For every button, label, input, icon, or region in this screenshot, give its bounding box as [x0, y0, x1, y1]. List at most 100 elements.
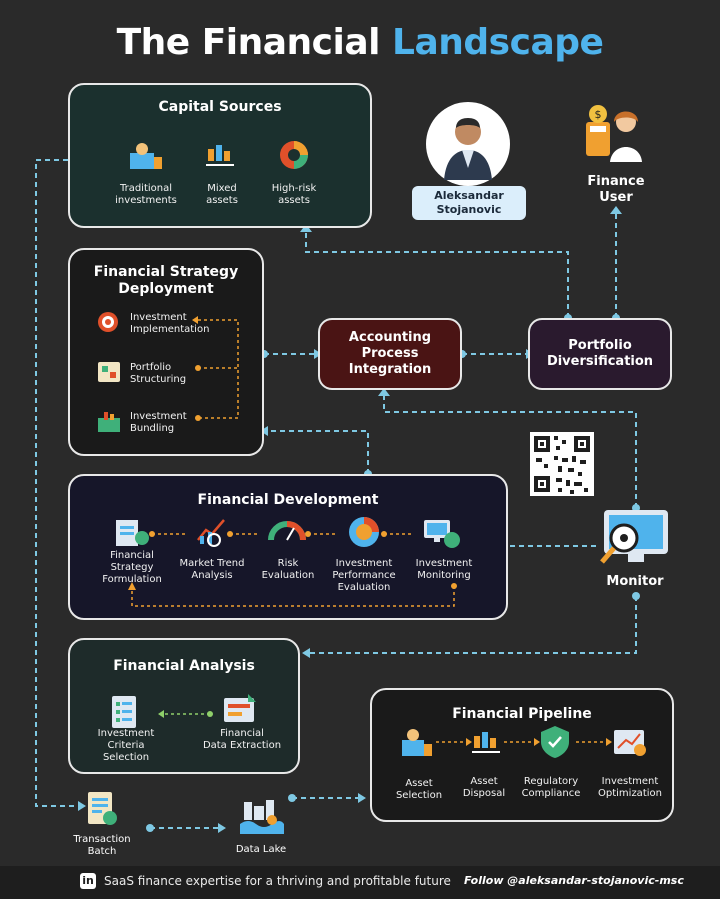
- asset-disposal-icon: [472, 732, 500, 753]
- accounting-line1: Accounting: [348, 330, 432, 345]
- portfolio-structuring-icon: [98, 362, 120, 382]
- author-name-line1: Aleksandar: [434, 189, 504, 202]
- dev-item3-line2: Performance: [332, 570, 396, 581]
- data-extraction-icon: [224, 694, 256, 722]
- linkedin-icon[interactable]: in: [80, 873, 96, 889]
- investment-bundling-line2: Bundling: [130, 423, 175, 434]
- pipeline-flow: [436, 738, 612, 746]
- investment-monitoring-icon: [424, 520, 460, 548]
- strategy-formulation-label: Financial Strategy Formulation: [92, 550, 172, 586]
- strategy-formulation-icon: [116, 520, 149, 546]
- analysis-title: Financial Analysis: [113, 658, 255, 674]
- development-box: Financial Development Financial Strategy…: [68, 474, 508, 620]
- footer-follow-link[interactable]: Follow @aleksandar-stojanovic-msc: [464, 874, 684, 887]
- high-risk-assets-icon: [280, 141, 308, 169]
- data-lake-label: Data Lake: [235, 844, 287, 855]
- author-name-line2: Stojanovic: [436, 203, 502, 216]
- pipeline-item0-line2: Selection: [395, 790, 443, 801]
- transaction-line1: Transaction: [73, 834, 131, 845]
- traditional-investments-label: Traditional investments: [115, 183, 177, 206]
- investment-implementation-label: Investment Implementation: [130, 312, 209, 336]
- pipeline-item3-line1: Investment: [601, 776, 659, 787]
- monitor-icon: [600, 510, 668, 564]
- dev-item3-line3: Evaluation: [337, 582, 391, 593]
- development-flow: [128, 531, 457, 607]
- dev-item1-line1: Market Trend: [179, 558, 245, 569]
- regulatory-compliance-label: Regulatory Compliance: [514, 776, 588, 800]
- portfolio-line2: Diversification: [546, 354, 654, 369]
- capital-sources-box: Capital Sources Traditional investments …: [68, 83, 372, 228]
- asset-selection-icon: [402, 729, 432, 756]
- transaction-line2: Batch: [87, 846, 117, 857]
- strategy-title-line2: Deployment: [118, 281, 214, 297]
- investment-optimization-label: Investment Optimization: [590, 776, 670, 800]
- asset-disposal-label: Asset Disposal: [452, 776, 516, 800]
- high-risk-assets-label: High-risk assets: [271, 183, 317, 206]
- investment-optimization-icon: [614, 730, 646, 756]
- svg-text:$: $: [595, 108, 602, 121]
- transaction-batch-icon: [88, 792, 117, 825]
- dev-item2-line2: Evaluation: [261, 570, 315, 581]
- investment-monitoring-label: Investment Monitoring: [404, 558, 484, 582]
- investment-bundling-label: Investment Bundling: [130, 411, 187, 435]
- investment-bundling-icon: [98, 412, 120, 432]
- risk-evaluation-label: Risk Evaluation: [250, 558, 326, 582]
- portfolio-diversification: Portfolio Diversification: [528, 318, 672, 390]
- capital-sources-title: Capital Sources: [158, 99, 282, 115]
- analysis-item1-line1: Financial: [220, 728, 264, 739]
- portfolio-structuring-label: Portfolio Structuring: [130, 362, 186, 386]
- accounting-process-integration: Accounting Process Integration: [318, 318, 462, 390]
- asset-selection-label: Asset Selection: [384, 778, 454, 802]
- page-title: The Financial Landscape: [0, 22, 720, 63]
- footer-tagline: SaaS finance expertise for a thriving an…: [104, 874, 451, 888]
- dev-item0-line1: Financial: [110, 550, 154, 561]
- investment-implementation-icon: [98, 312, 118, 332]
- analysis-box: Financial Analysis Investment Criteria S…: [68, 638, 300, 774]
- analysis-item0-line2: Criteria: [107, 740, 145, 751]
- author-name-badge: Aleksandar Stojanovic: [412, 186, 526, 220]
- dev-item2-line1: Risk: [277, 558, 299, 569]
- monitor-label: Monitor: [606, 574, 664, 589]
- traditional-investments-icon: [130, 143, 162, 169]
- investment-implementation-line1: Investment: [130, 312, 187, 323]
- pipeline-title: Financial Pipeline: [452, 706, 592, 722]
- pipeline-box: Financial Pipeline Asset Selection Asset…: [370, 688, 674, 822]
- dev-item4-line2: Monitoring: [417, 570, 471, 581]
- strategy-loop: [192, 316, 239, 421]
- pipeline-item3-line2: Optimization: [598, 788, 662, 799]
- pipeline-item2-line1: Regulatory: [523, 776, 579, 787]
- risk-evaluation-icon: [268, 521, 306, 541]
- accounting-line2: Process: [361, 346, 419, 361]
- investment-implementation-line2: Implementation: [130, 324, 210, 335]
- pipeline-item2-line2: Compliance: [521, 788, 581, 799]
- pipeline-item1-line1: Asset: [470, 776, 498, 787]
- portfolio-structuring-line1: Portfolio: [130, 362, 172, 373]
- finance-user-line1: Finance: [587, 174, 645, 189]
- pipeline-item0-line1: Asset: [405, 778, 433, 789]
- market-trend-analysis-label: Market Trend Analysis: [172, 558, 252, 582]
- development-title: Financial Development: [197, 492, 379, 508]
- pipeline-item1-line2: Disposal: [462, 788, 506, 799]
- strategy-title: Financial Strategy Deployment: [70, 264, 262, 298]
- title-part2: Landscape: [392, 22, 604, 63]
- investment-bundling-line1: Investment: [130, 411, 187, 422]
- dev-item1-line2: Analysis: [191, 570, 233, 581]
- analysis-item0-line1: Investment: [97, 728, 155, 739]
- regulatory-compliance-icon: [541, 726, 569, 758]
- data-lake-icon: [240, 800, 284, 834]
- finance-user-line2: User: [599, 190, 633, 205]
- person-icon: [444, 118, 492, 180]
- market-trend-analysis-icon: [197, 519, 225, 547]
- strategy-box: Financial Strategy Deployment Investment…: [68, 248, 264, 456]
- dev-item4-line1: Investment: [415, 558, 473, 569]
- qr-code-icon: [530, 432, 594, 496]
- dev-item3-line1: Investment: [335, 558, 393, 569]
- dev-item0-line2: Strategy: [110, 562, 154, 573]
- analysis-item1-line2: Data Extraction: [202, 740, 282, 751]
- accounting-line3: Integration: [348, 362, 432, 377]
- author-avatar: [426, 102, 510, 186]
- dev-item0-line3: Formulation: [102, 574, 162, 585]
- analysis-flow: [158, 710, 213, 718]
- criteria-selection-icon: [112, 696, 136, 728]
- finance-user-icon: $: [586, 105, 642, 162]
